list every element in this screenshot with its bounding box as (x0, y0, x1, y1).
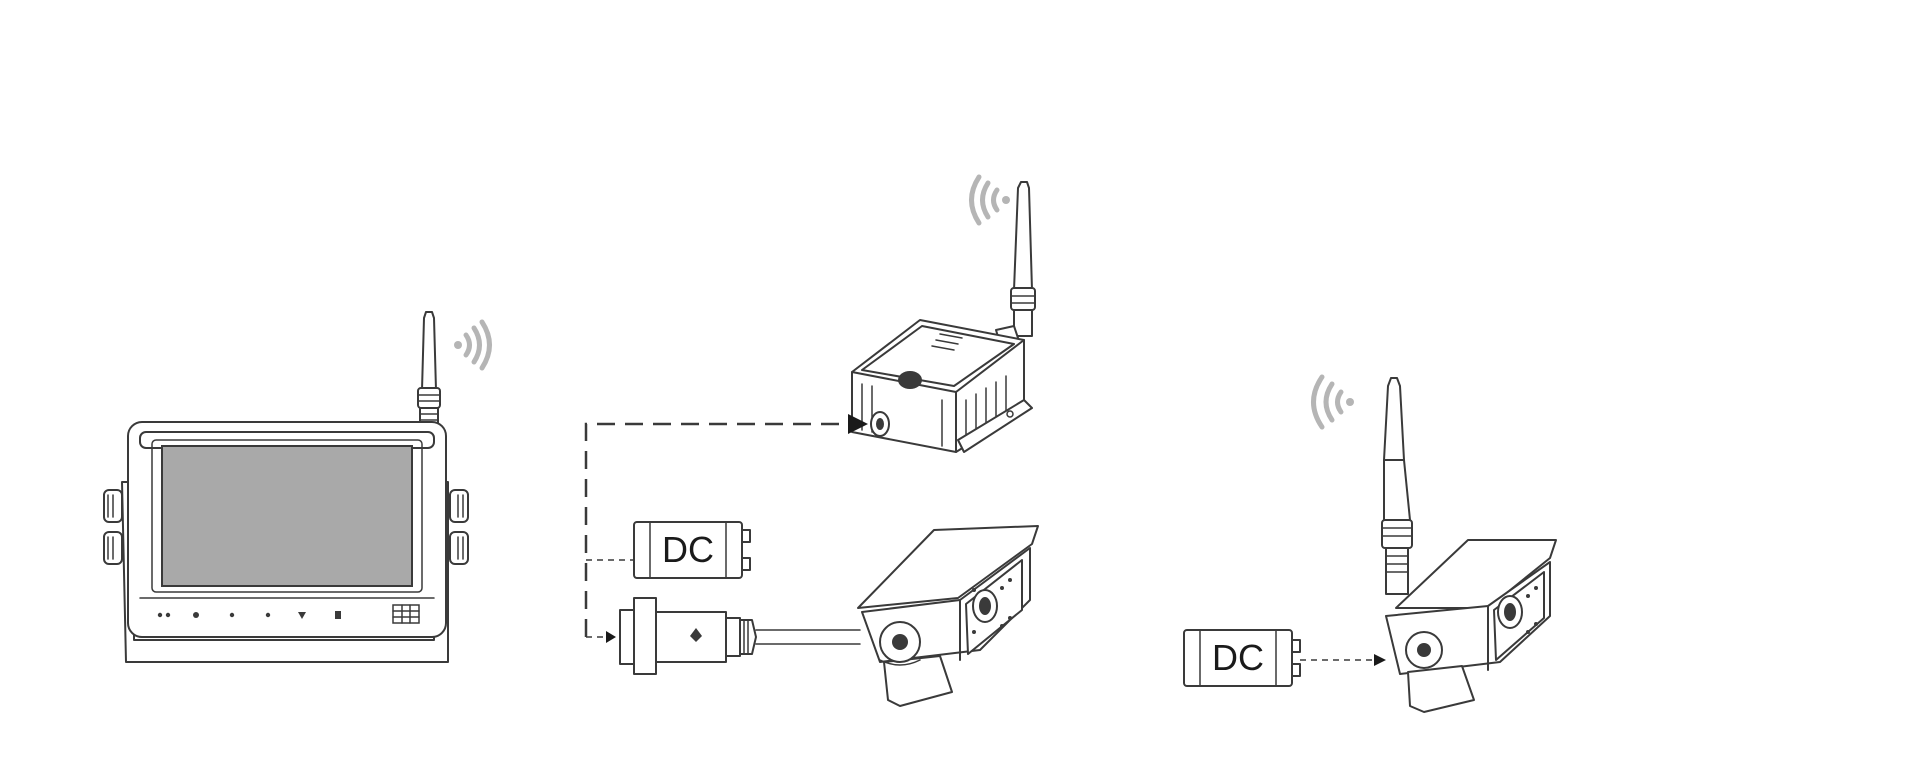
aviation-connector-icon (619, 597, 861, 675)
monitor-icon (103, 311, 492, 663)
monitor-mount-knob-right-icon (449, 489, 469, 565)
monitor-control-buttons (139, 597, 435, 624)
dc-label-left: DC (662, 529, 714, 570)
monitor-screen (161, 445, 413, 587)
dc-power-right-icon: DC (1183, 629, 1301, 687)
camera-antenna-icon (1381, 377, 1413, 595)
camera-signal-icon (1311, 374, 1354, 430)
backup-camera-wired-icon (857, 525, 1039, 707)
transmitter-antenna-icon (995, 181, 1036, 351)
monitor-signal-icon (454, 319, 492, 371)
transmitter-box-icon (851, 174, 1036, 453)
dc-power-left-icon: DC (586, 521, 751, 579)
monitor-antenna-icon (417, 311, 441, 429)
wireless-camera-icon (1311, 374, 1557, 713)
monitor-mount-knob-left-icon (103, 489, 123, 565)
connection-line-camera-power (1300, 654, 1386, 666)
transmitter-signal-icon (969, 174, 1010, 226)
dc-label-right: DC (1212, 637, 1264, 678)
connection-line-transmitter (584, 414, 868, 643)
